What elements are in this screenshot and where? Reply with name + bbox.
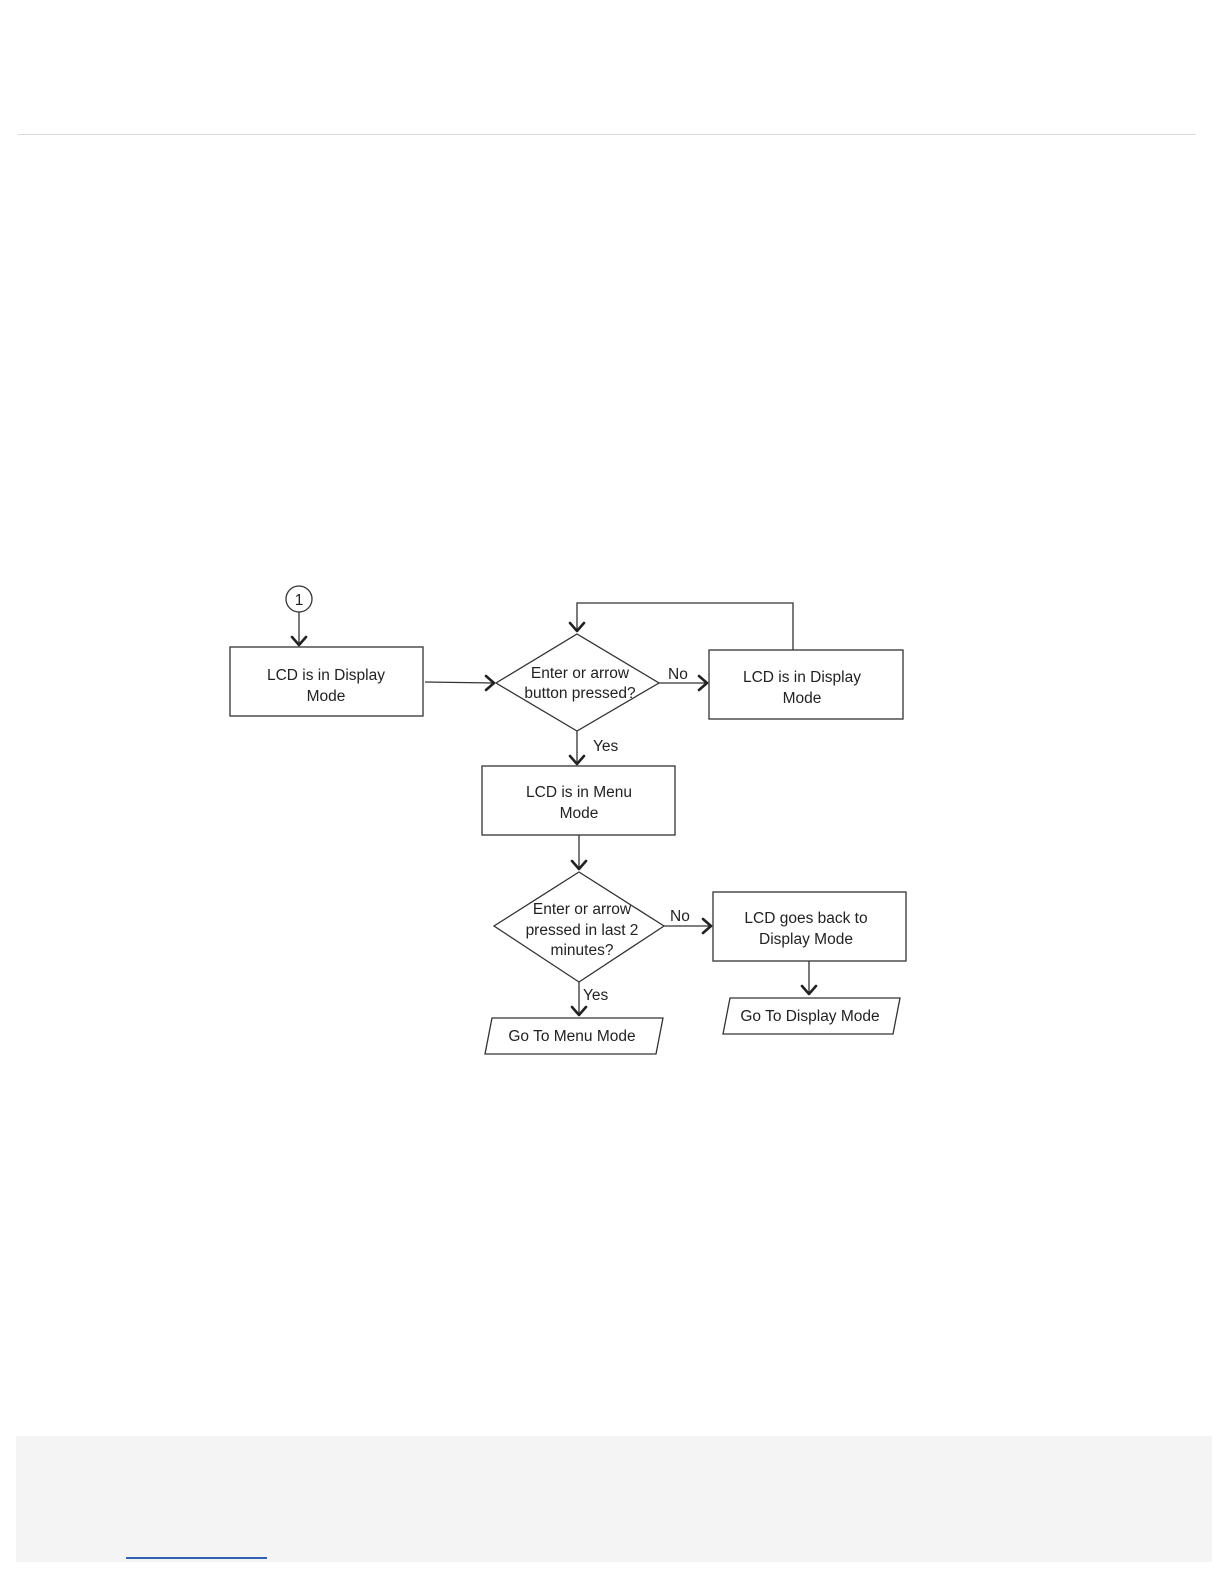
yes-label-2: Yes: [583, 987, 609, 1004]
menu-mode-box-line2: Mode: [560, 805, 599, 822]
display-mode-box: LCD is in Display Mode: [230, 647, 423, 716]
no-label-2: No: [670, 908, 690, 925]
menu-mode-box-line1: LCD is in Menu: [526, 784, 632, 801]
display-mode-box-right: LCD is in Display Mode: [709, 650, 903, 719]
display-mode-box-right-line1: LCD is in Display: [743, 669, 861, 686]
goto-display-mode: Go To Display Mode: [723, 998, 900, 1034]
goto-menu-label: Go To Menu Mode: [508, 1028, 635, 1045]
decision-2-line2: pressed in last 2: [526, 922, 639, 939]
yes-label-1: Yes: [593, 738, 619, 755]
no-label-1: No: [668, 666, 688, 683]
decision-1-line1: Enter or arrow: [531, 665, 630, 682]
goto-display-label: Go To Display Mode: [740, 1008, 879, 1025]
connector-label: 1: [295, 592, 304, 609]
display-mode-box-right-line2: Mode: [783, 690, 822, 707]
back-to-display-box: LCD goes back to Display Mode: [713, 892, 906, 961]
connector-1: 1: [286, 586, 312, 612]
display-to-decision-line: [425, 682, 494, 683]
decision-2-line3: minutes?: [551, 942, 614, 959]
loop-back-line: [577, 603, 793, 650]
decision-2-line1: Enter or arrow: [533, 901, 632, 918]
decision-timeout: Enter or arrow pressed in last 2 minutes…: [494, 872, 664, 982]
back-to-display-line2: Display Mode: [759, 931, 853, 948]
footer-band: [16, 1436, 1212, 1562]
display-mode-box-line2: Mode: [307, 688, 346, 705]
decision-button-pressed: Enter or arrow button pressed?: [496, 634, 659, 731]
display-mode-box-line1: LCD is in Display: [267, 667, 385, 684]
decision-1-line2: button pressed?: [524, 685, 636, 702]
back-to-display-line1: LCD goes back to: [744, 910, 867, 927]
goto-menu-mode: Go To Menu Mode: [485, 1018, 663, 1054]
menu-mode-box: LCD is in Menu Mode: [482, 766, 675, 835]
footer-link[interactable]: [126, 1557, 267, 1559]
